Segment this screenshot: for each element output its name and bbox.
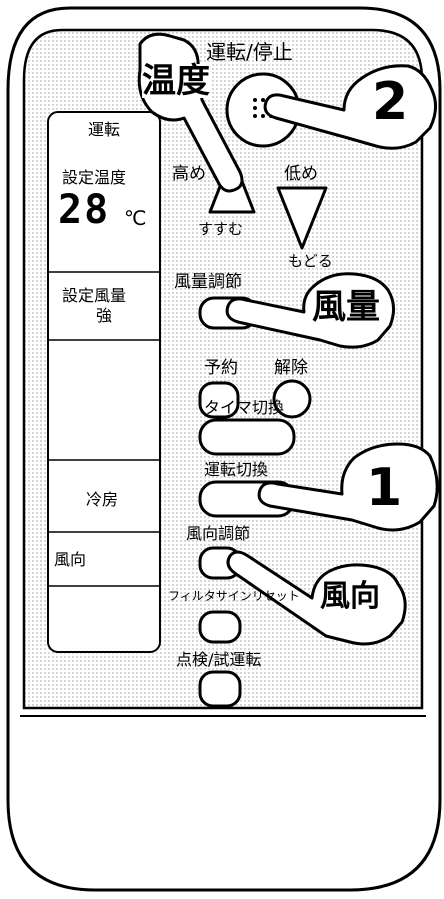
lcd-direction-label: 風向: [54, 550, 87, 569]
cancel-button: [272, 379, 312, 419]
temp-down-sub-label: もどる: [288, 252, 333, 270]
lcd-mode-value: 冷房: [86, 490, 119, 509]
callout-direction: 風向: [320, 579, 380, 614]
lcd-temperature: 28: [58, 187, 111, 233]
lcd-temp-unit: ℃: [124, 206, 147, 230]
reserve-button: [198, 381, 240, 419]
callout-step-1: 1: [366, 458, 403, 518]
hand-fan-icon: [225, 272, 395, 349]
filter-reset-button: [198, 610, 242, 644]
temp-up-sub-label: すすむ: [198, 220, 244, 238]
direction-label: 風向調節: [186, 524, 251, 543]
temp-up-label: 高め: [172, 164, 206, 184]
lcd-fan-value: 強: [96, 306, 113, 325]
timer-switch-button: [198, 418, 296, 456]
timer-switch-label: タイマ切換: [204, 398, 285, 417]
hand-power-icon: [263, 64, 437, 150]
mode-switch-label: 運転切換: [204, 460, 269, 479]
inspection-button: [198, 670, 242, 708]
lcd-fan-label: 設定風量: [62, 286, 127, 305]
inspection-label: 点検/試運転: [176, 650, 262, 669]
fan-label: 風量調節: [174, 272, 242, 292]
filter-reset-label: フィルタサインリセット: [168, 589, 300, 603]
hand-mode-icon: [257, 442, 439, 532]
reserve-label: 予約: [204, 358, 238, 378]
callout-temperature: 温度: [142, 61, 210, 101]
hand-direction-icon: [226, 550, 407, 646]
callout-fan: 風量: [312, 287, 380, 327]
lcd-screen: [47, 111, 161, 653]
temp-down-button: [276, 186, 328, 250]
callout-step-2: 2: [372, 72, 409, 132]
lcd-mode-label: 運転: [88, 120, 121, 139]
power-label: 運転/停止: [206, 40, 293, 64]
cancel-label: 解除: [274, 358, 308, 378]
lcd-set-temp-label: 設定温度: [62, 168, 127, 187]
temp-down-label: 低め: [284, 164, 318, 184]
